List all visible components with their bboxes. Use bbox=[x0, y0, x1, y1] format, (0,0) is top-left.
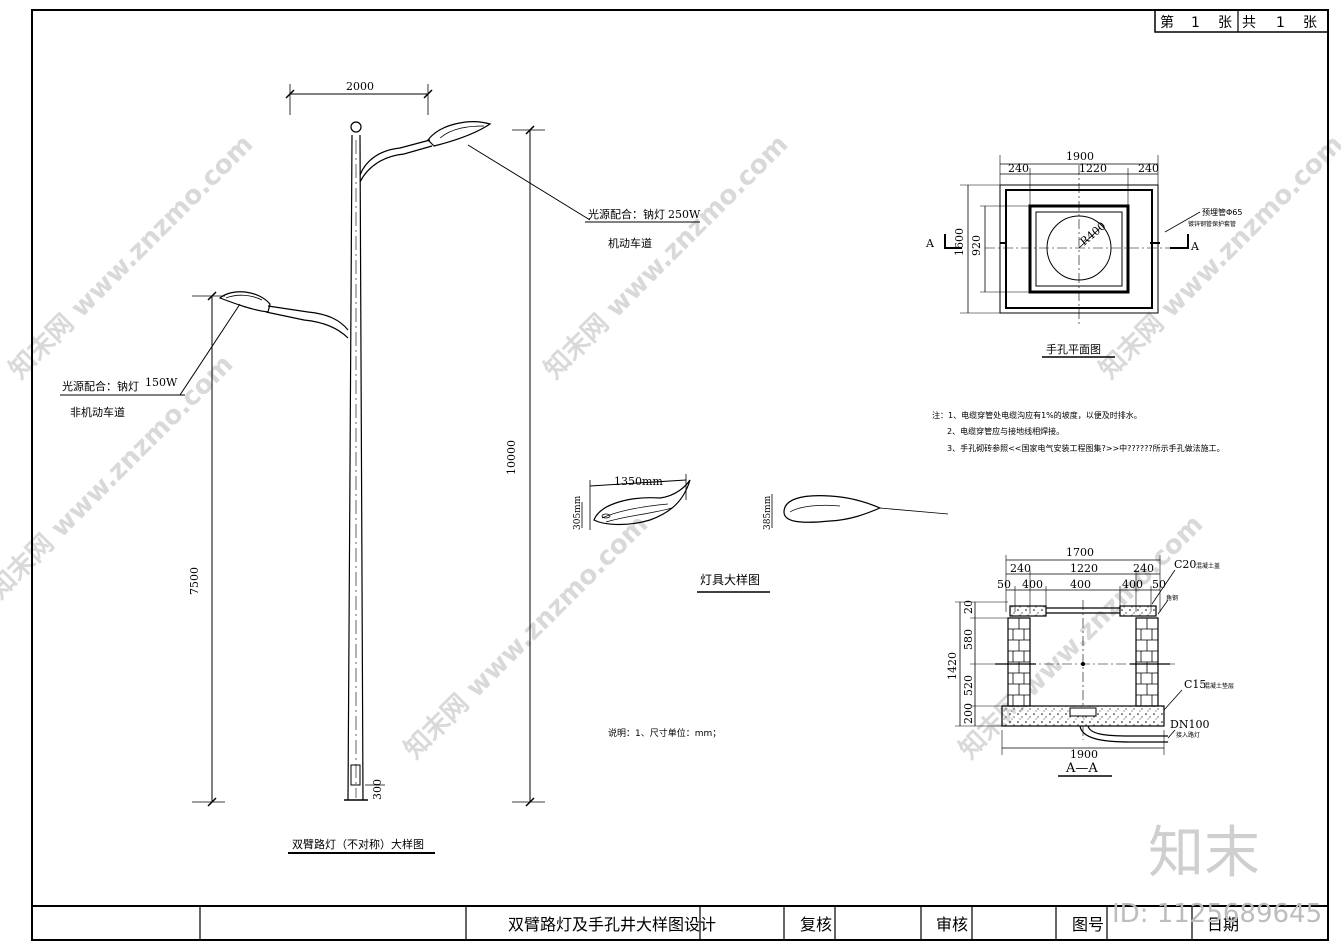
section-d50b: 50 bbox=[1152, 578, 1166, 591]
section-w240a: 240 bbox=[1010, 562, 1031, 575]
section-w240b: 240 bbox=[1133, 562, 1154, 575]
sheet-total: 1 bbox=[1276, 15, 1285, 31]
note-units: 说明：1、尺寸单位：mm； bbox=[608, 727, 721, 739]
handhole-plan bbox=[944, 155, 1201, 358]
upper-lamp-power: 250W bbox=[668, 208, 701, 221]
dim-total-height: 10000 bbox=[505, 440, 518, 475]
watermark-text: 知末网 www.znzmo.com bbox=[539, 129, 794, 384]
lamp-top-view-icon bbox=[783, 495, 882, 523]
title-block bbox=[32, 905, 1328, 940]
upper-lamp-spec: 光源配合：钠灯 bbox=[588, 207, 665, 221]
sheet-label-zhang2: 张 bbox=[1303, 15, 1317, 31]
section-d400a: 400 bbox=[1022, 578, 1043, 591]
lower-lamp-spec: 光源配合：钠灯 bbox=[62, 379, 139, 393]
section-dn: DN100 bbox=[1170, 718, 1209, 731]
drawing-no-label: 图号 bbox=[1072, 915, 1104, 934]
section-h200: 200 bbox=[962, 703, 975, 724]
audit-label: 审核 bbox=[936, 915, 968, 934]
date-label: 日期 bbox=[1207, 915, 1239, 934]
section-h520: 520 bbox=[962, 675, 975, 696]
section-c15: C15 bbox=[1184, 678, 1206, 691]
upper-lamp-lane: 机动车道 bbox=[608, 236, 652, 250]
section-c20-note: 混凝土盖 bbox=[1196, 562, 1220, 570]
sheet-counter: 第 1 张 共 1 张 bbox=[1154, 9, 1329, 33]
section-w1220: 1220 bbox=[1070, 562, 1098, 575]
dim-arm-span: 2000 bbox=[346, 80, 374, 93]
review-label: 复核 bbox=[800, 915, 832, 934]
upper-lamp-icon bbox=[427, 121, 492, 147]
plan-pipe-label2: 镀锌钢管保护套管 bbox=[1188, 220, 1236, 228]
sheet-label-di: 第 bbox=[1160, 14, 1174, 31]
section-d50a: 50 bbox=[997, 578, 1011, 591]
section-mark-right: A bbox=[1190, 240, 1200, 253]
watermark-text: 知末网 www.znzmo.com bbox=[399, 509, 654, 764]
watermark-text: 知末网 www.znzmo.com bbox=[1094, 129, 1341, 384]
section-bottom-width: 1900 bbox=[1070, 748, 1098, 761]
section-top-width: 1700 bbox=[1066, 546, 1094, 559]
dim-base: 300 bbox=[371, 779, 384, 800]
plan-left-wall: 240 bbox=[1008, 162, 1029, 175]
lower-lamp-power: 150W bbox=[145, 376, 178, 389]
plan-inner-height: 920 bbox=[970, 235, 983, 256]
note-2: 2、电缆穿管应与接地线相焊接。 bbox=[947, 426, 1064, 436]
pole-elevation bbox=[60, 84, 700, 854]
pole-caption: 双臂路灯（不对称）大样图 bbox=[292, 837, 424, 851]
section-caption: A—A bbox=[1065, 761, 1098, 776]
lamp-side-height: 305mm bbox=[573, 495, 583, 530]
lower-lamp-lane: 非机动车道 bbox=[70, 405, 125, 419]
note-3: 3、手孔砌砖参照<<国家电气安装工程图集?>>中??????所示手孔做法施工。 bbox=[947, 443, 1225, 453]
lower-lamp-icon bbox=[218, 291, 271, 313]
section-c20: C20 bbox=[1174, 558, 1196, 571]
drawing-frame bbox=[31, 9, 1329, 941]
plan-caption: 手孔平面图 bbox=[1046, 342, 1101, 356]
section-dn-note: 接入路灯 bbox=[1176, 731, 1200, 739]
brand-watermark: 知末 bbox=[1148, 821, 1260, 886]
note-1: 注：1、电缆穿管处电缆沟应有1%的坡度，以便及时排水。 bbox=[932, 410, 1142, 420]
lamp-top-height: 385mm bbox=[763, 495, 773, 530]
plan-inner: 1220 bbox=[1079, 162, 1107, 175]
plan-width: 1900 bbox=[1066, 150, 1094, 163]
lamp-detail bbox=[581, 474, 949, 593]
section-d400c: 400 bbox=[1122, 578, 1143, 591]
drawing-title: 双臂路灯及手孔井大样图设计 bbox=[508, 915, 716, 934]
plan-right-wall: 240 bbox=[1138, 162, 1159, 175]
section-angle-note: 角钢 bbox=[1166, 594, 1178, 602]
lamp-detail-caption: 灯具大样图 bbox=[700, 572, 760, 587]
section-mark-left: A bbox=[925, 237, 935, 250]
plan-height: 1600 bbox=[953, 228, 966, 256]
section-d400b: 400 bbox=[1070, 578, 1091, 591]
sheet-label-zhang: 张 bbox=[1218, 15, 1232, 31]
lamp-length: 1350mm bbox=[614, 475, 663, 488]
lamp-side-view-icon bbox=[593, 479, 691, 526]
plan-radius: R400 bbox=[1078, 220, 1109, 249]
section-c15-note: 混凝土垫层 bbox=[1204, 682, 1234, 690]
plan-pipe-label: 预埋管Φ65 bbox=[1202, 207, 1242, 217]
section-h20: 20 bbox=[962, 600, 975, 614]
section-aa bbox=[955, 555, 1183, 777]
dim-lower-height: 7500 bbox=[188, 567, 201, 595]
pole-cap-icon bbox=[350, 121, 362, 133]
section-h580: 580 bbox=[962, 629, 975, 650]
id-watermark: ID: 1125689645 bbox=[1112, 899, 1322, 929]
section-h1420: 1420 bbox=[946, 652, 959, 680]
watermark-text: 知末网 www.znzmo.com bbox=[4, 129, 259, 384]
sheet-number: 1 bbox=[1191, 15, 1200, 31]
sheet-label-gong: 共 bbox=[1242, 15, 1256, 31]
